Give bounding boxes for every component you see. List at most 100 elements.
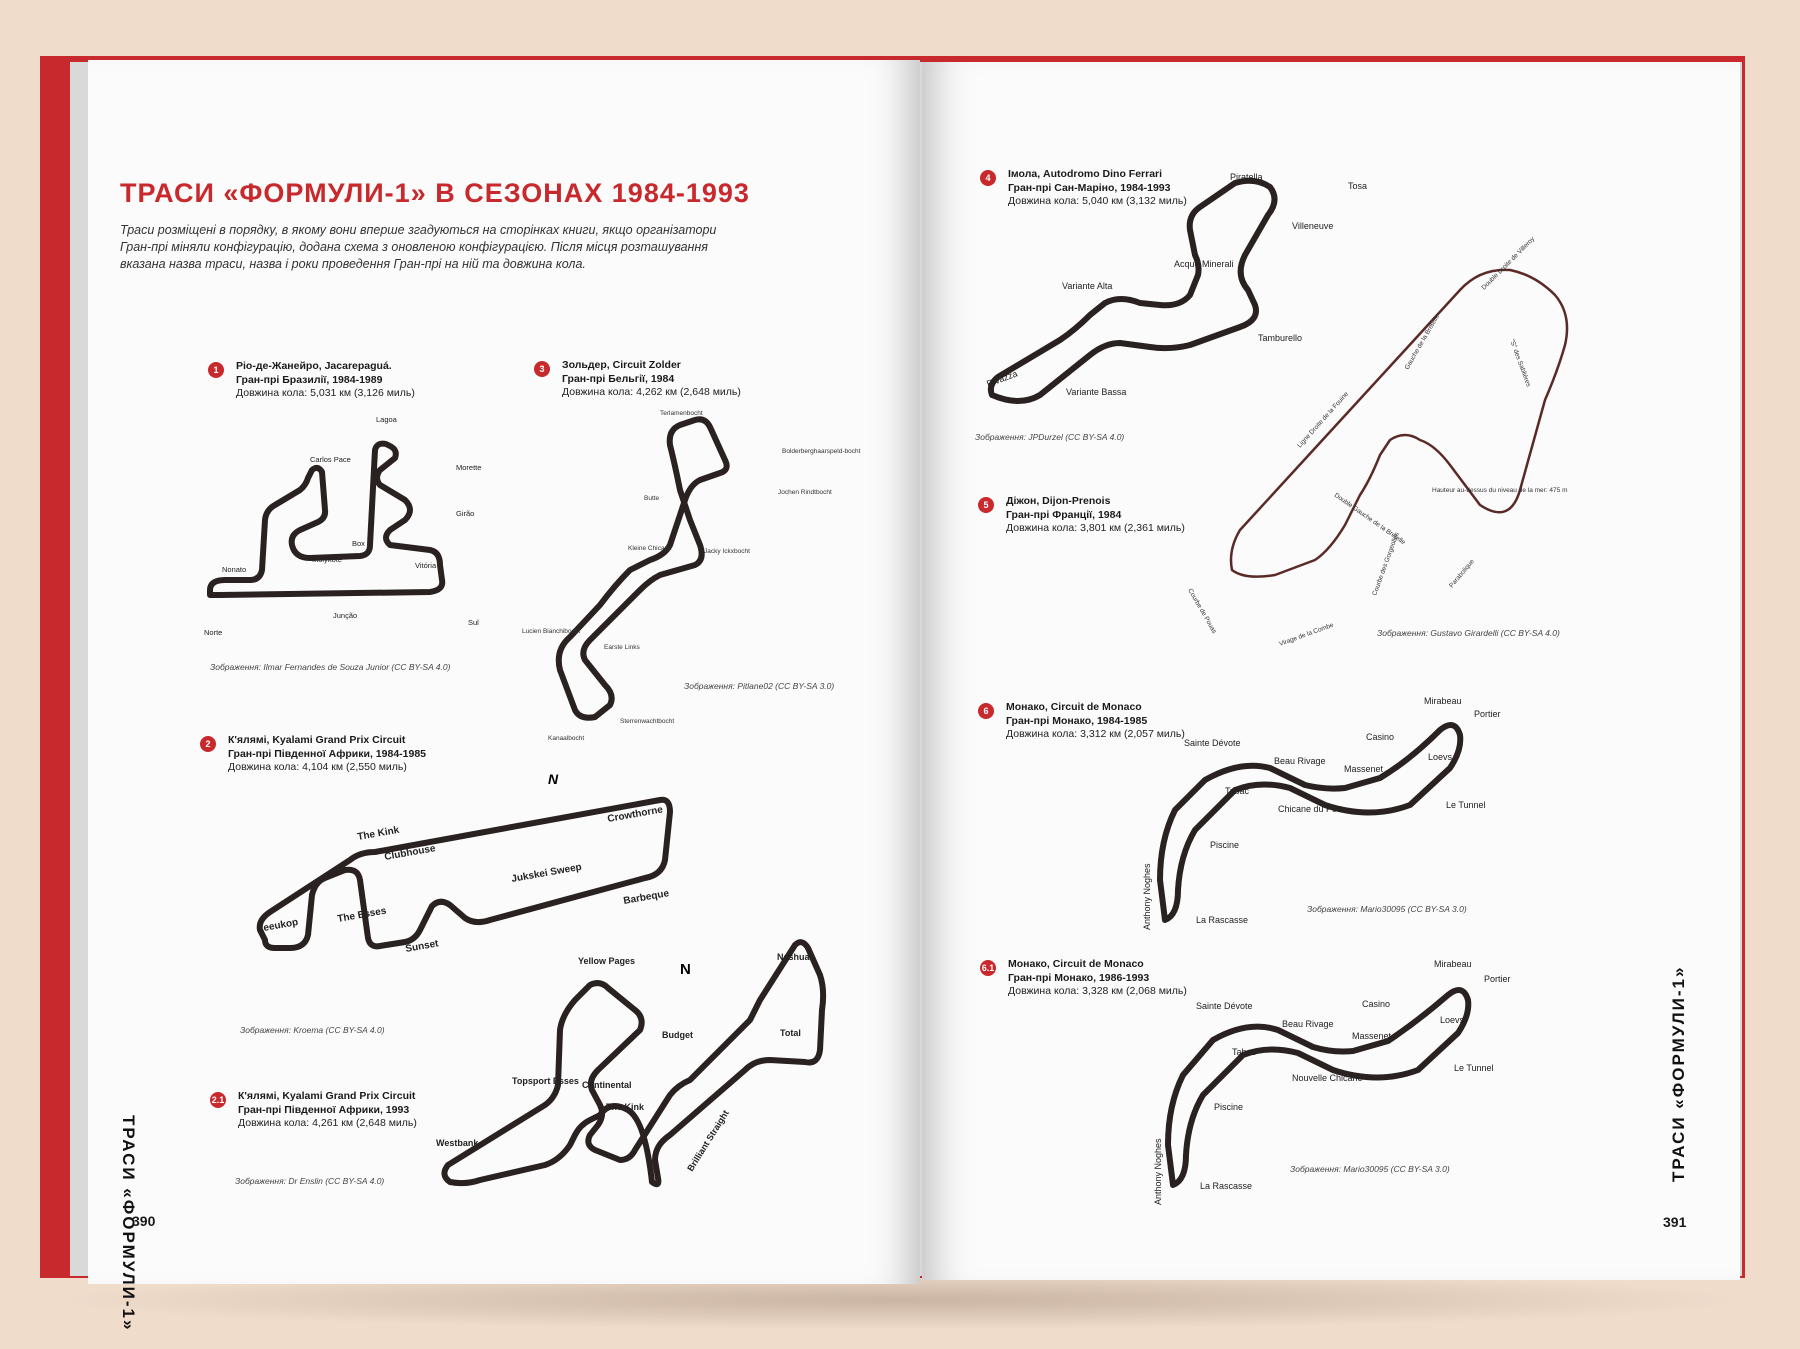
corner-label: Kleine Chicane <box>628 545 672 552</box>
circuit-number-badge: 6 <box>978 703 994 719</box>
compass-n: N <box>548 771 559 787</box>
corner-label: Topsport Esses <box>512 1076 579 1086</box>
track-line <box>256 796 673 951</box>
corner-label: Parabolique <box>1448 558 1476 589</box>
corner-label: Tabac <box>1232 1047 1257 1057</box>
circuit-entry-6: 6 Монако, Circuit de Monaco Гран-прі Мон… <box>978 701 1185 742</box>
corner-label: Mirabeau <box>1434 959 1472 969</box>
image-credit: Зображення: Mario30095 (CC BY-SA 3.0) <box>1307 904 1467 914</box>
circuit-location: Діжон, Dijon-Prenois <box>1006 495 1111 507</box>
corner-label: La Rascasse <box>1200 1181 1252 1191</box>
circuit-grand-prix: Гран-прі Франції, 1984 <box>1006 508 1122 521</box>
corner-label: Variante Alta <box>1062 281 1112 291</box>
track-line <box>1229 268 1569 578</box>
circuit-length: Довжина кола: 3,312 км (2,057 миль) <box>1006 728 1185 740</box>
corner-label: Yellow Pages <box>578 956 635 966</box>
image-credit: Зображення: Kroema (CC BY-SA 4.0) <box>240 1025 385 1035</box>
corner-label: Butte <box>644 495 660 502</box>
corner-label: Sainte Dévote <box>1196 1001 1253 1011</box>
circuit-number-badge: 6.1 <box>980 960 996 976</box>
image-credit: Зображення: Gustavo Girardelli (CC BY-SA… <box>1377 628 1560 638</box>
track-line <box>987 177 1278 404</box>
circuit-map-zolder: Terlamenbocht Bolderberghaarspeld-bocht … <box>522 410 861 742</box>
corner-label: Hauteur au-dessus du niveau de la mer: 4… <box>1432 487 1568 494</box>
corner-label: La Rascasse <box>1196 915 1248 925</box>
corner-label: Sainte Dévote <box>1184 738 1241 748</box>
intro-paragraph: Траси розміщені в порядку, в якому вони … <box>120 223 717 271</box>
page-number-left: 390 <box>132 1213 156 1229</box>
corner-label: Jacky Ickxbocht <box>704 548 750 555</box>
corner-label: Vitória <box>415 561 437 570</box>
corner-label: Acque Minerali <box>1174 259 1234 269</box>
track-line <box>555 416 730 721</box>
circuit-location: Монако, Circuit de Monaco <box>1006 701 1142 713</box>
corner-label: Tosa <box>1348 181 1367 191</box>
corner-label: Bolderberghaarspeld-bocht <box>782 448 861 455</box>
circuit-grand-prix: Гран-прі Південної Африки, 1993 <box>238 1103 410 1116</box>
corner-label: Jukskei Sweep <box>511 862 583 885</box>
circuit-grand-prix: Гран-прі Бразилії, 1984-1989 <box>236 373 383 386</box>
corner-label: Variante Bassa <box>1066 387 1126 397</box>
corner-label: Casino <box>1366 732 1394 742</box>
circuit-map-kyalami-1984: N The Kink Crowthorne Clubhouse Jukskei … <box>256 771 673 955</box>
circuit-map-kyalami-1993: N Yellow Pages Nashua Budget Total Topsp… <box>436 939 827 1188</box>
corner-label: Lagoa <box>376 415 398 424</box>
circuit-length: Довжина кола: 4,104 км (2,550 миль) <box>228 761 407 773</box>
circuit-entry-6-1: 6.1 Монако, Circuit de Monaco Гран-прі М… <box>980 958 1187 999</box>
corner-label: Kanaalbocht <box>548 735 584 742</box>
corner-label: Continental <box>582 1080 632 1090</box>
circuit-map-dijon: Double Droite de Villeroy "S" des Sabliè… <box>1186 235 1569 648</box>
corner-label: Nouvelle Chicane <box>1292 1073 1363 1083</box>
circuit-grand-prix: Гран-прі Монако, 1984-1985 <box>1006 714 1148 727</box>
circuit-entry-1: 1 Ріо-де-Жанейро, Jacarepaguá. Гран-прі … <box>208 360 415 401</box>
corner-label: Massenet <box>1352 1031 1392 1041</box>
circuit-number-badge: 1 <box>208 362 224 378</box>
corner-label: Budget <box>662 1030 693 1040</box>
image-credit: Зображення: Dr Enslin (CC BY-SA 4.0) <box>235 1176 385 1186</box>
circuit-number-badge: 4 <box>980 170 996 186</box>
corner-label: Beau Rivage <box>1274 756 1326 766</box>
corner-label: Le Tunnel <box>1446 800 1486 810</box>
corner-label: Gauche de la Bretelle <box>1404 313 1442 371</box>
image-credit: Зображення: Pitlane02 (CC BY-SA 3.0) <box>684 681 835 691</box>
circuit-entry-2: 2 К'ялямі, Kyalami Grand Prix Circuit Гр… <box>200 734 426 775</box>
corner-label: Lucien Bianchibocht <box>522 628 580 635</box>
corner-label: Piratella <box>1230 172 1263 182</box>
corner-label: Beau Rivage <box>1282 1019 1334 1029</box>
circuit-location: Монако, Circuit de Monaco <box>1008 958 1144 970</box>
corner-label: The Kink <box>357 825 401 843</box>
image-credit: Зображення: Mario30095 (CC BY-SA 3.0) <box>1290 1164 1450 1174</box>
corner-label: Morette <box>456 463 481 472</box>
image-credit: Зображення: JPDurzel (CC BY-SA 4.0) <box>975 432 1125 442</box>
compass-n: N <box>680 961 691 978</box>
circuit-entry-3: 3 Зольдер, Circuit Zolder Гран-прі Бельг… <box>534 359 741 400</box>
circuit-length: Довжина кола: 3,328 км (2,068 миль) <box>1008 985 1187 997</box>
corner-label: Total <box>780 1028 801 1038</box>
circuit-grand-prix: Гран-прі Південної Африки, 1984-1985 <box>228 747 427 760</box>
page-number-right: 391 <box>1663 1214 1687 1230</box>
track-line <box>441 939 827 1188</box>
corner-label: Girão <box>456 509 474 518</box>
circuit-entry-2-1: 2.1 К'ялямі, Kyalami Grand Prix Circuit … <box>210 1090 417 1131</box>
corner-label: Terlamenbocht <box>660 410 703 417</box>
corner-label: Portier <box>1484 974 1511 984</box>
circuit-number-badge: 3 <box>534 361 550 377</box>
corner-label: "S" des Sablières <box>1508 338 1532 388</box>
circuit-location: Зольдер, Circuit Zolder <box>562 359 681 371</box>
corner-label: Jochen Rindtbocht <box>778 489 832 496</box>
circuit-number-badge: 5 <box>978 497 994 513</box>
corner-label: Tabac <box>1225 786 1250 796</box>
circuit-grand-prix: Гран-прі Монако, 1986-1993 <box>1008 971 1150 984</box>
corner-label: Loevs <box>1440 1015 1465 1025</box>
circuit-entry-5: 5 Діжон, Dijon-Prenois Гран-прі Франції,… <box>978 495 1185 536</box>
track-line <box>207 440 446 598</box>
circuit-map-imola: Piratella Tosa Villeneuve Acque Minerali… <box>985 172 1367 404</box>
track-line <box>1157 722 1464 923</box>
corner-label: Norte <box>204 628 222 637</box>
circuit-length: Довжина кола: 5,031 км (3,126 миль) <box>236 387 415 399</box>
circuit-location: Імола, Autodromo Dino Ferrari <box>1008 168 1163 180</box>
corner-label: Anthony Noghes <box>1153 1138 1163 1205</box>
corner-label: Casino <box>1362 999 1390 1009</box>
circuit-length: Довжина кола: 4,261 км (2,648 миль) <box>238 1117 417 1129</box>
circuit-location: К'ялямі, Kyalami Grand Prix Circuit <box>228 734 406 746</box>
